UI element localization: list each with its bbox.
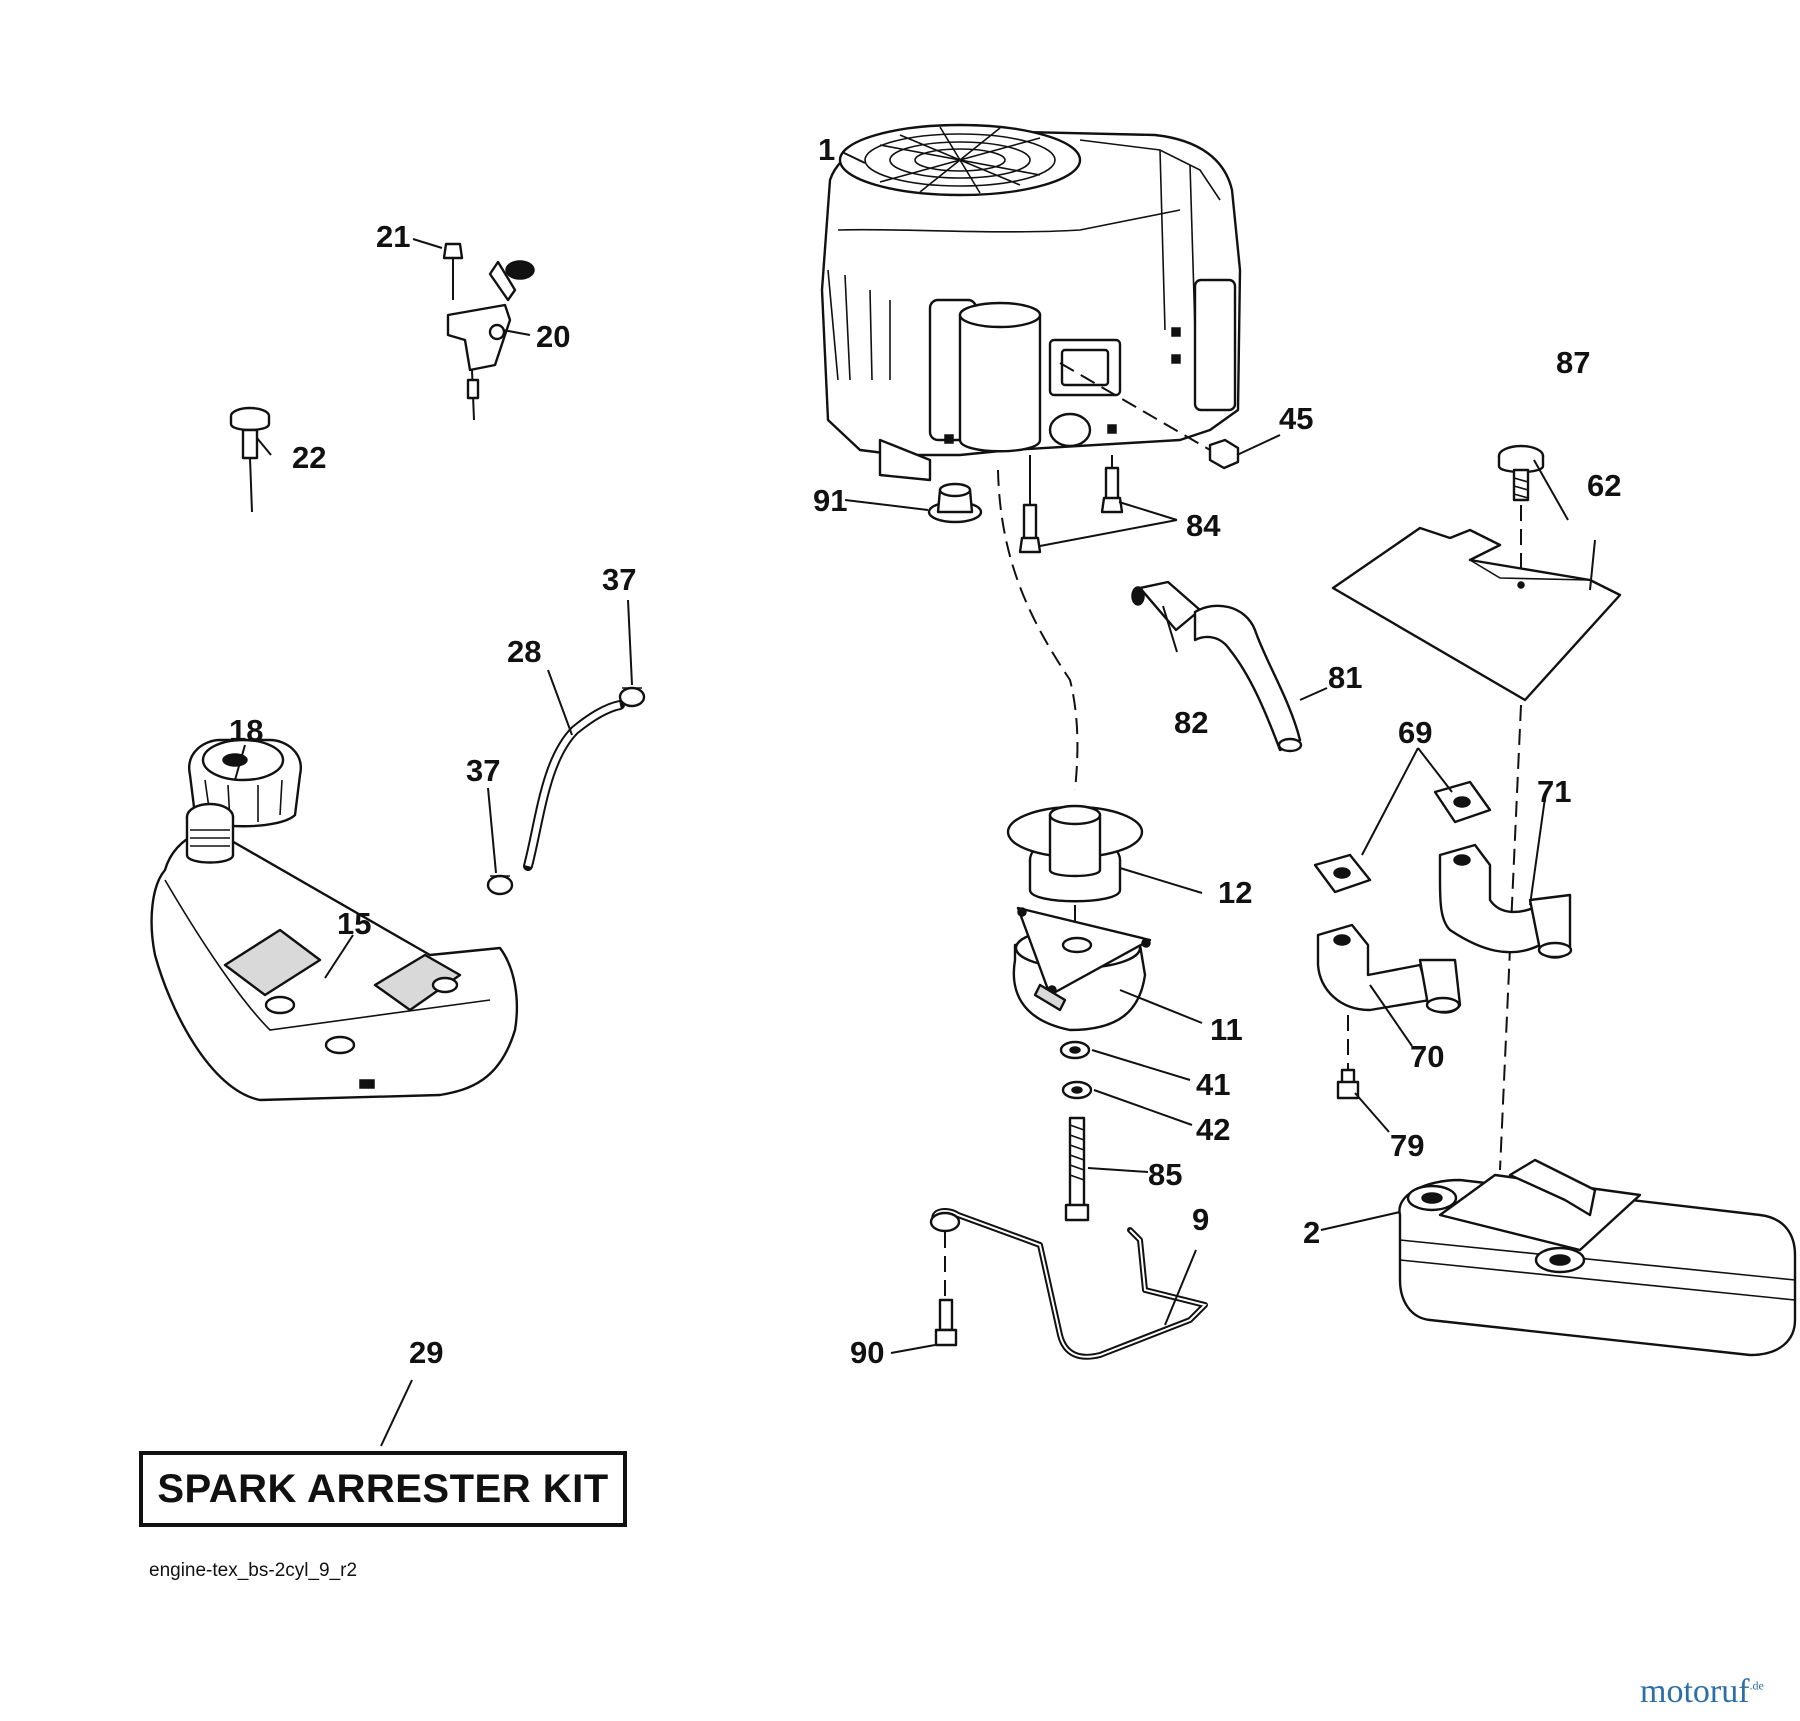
heat-shield-part <box>1331 526 1622 702</box>
callout-21: 21 <box>376 219 410 254</box>
exhaust-pipe-70 <box>1316 923 1462 1014</box>
callout-62: 62 <box>1587 468 1621 503</box>
spark-arrester-kit-label: SPARK ARRESTER KIT <box>139 1451 627 1527</box>
callout-85: 85 <box>1148 1157 1182 1192</box>
callout-20: 20 <box>536 319 570 354</box>
bolt-85 <box>1064 1116 1090 1222</box>
watermark-text: motoruf <box>1640 1673 1750 1710</box>
callout-71: 71 <box>1537 774 1571 809</box>
engine-part <box>820 123 1242 482</box>
callout-81: 81 <box>1328 660 1362 695</box>
callout-11: 11 <box>1210 1012 1243 1047</box>
callout-2: 2 <box>1303 1215 1320 1250</box>
clutch-part <box>1012 906 1152 1032</box>
callout-82: 82 <box>1174 705 1208 740</box>
watermark-suffix: .de <box>1749 1678 1764 1693</box>
callout-1: 1 <box>818 132 835 167</box>
callout-41: 41 <box>1196 1067 1230 1102</box>
clamp-37b <box>486 874 514 896</box>
bolt-79 <box>1336 1068 1360 1100</box>
callout-91: 91 <box>813 483 847 518</box>
gasket-69a <box>1433 780 1492 824</box>
diagram-reference: engine-tex_bs-2cyl_9_r2 <box>149 1560 358 1581</box>
callout-90: 90 <box>850 1335 884 1370</box>
muffler-part <box>1398 1158 1797 1357</box>
gasket-69b <box>1313 853 1372 894</box>
callout-84: 84 <box>1186 508 1221 543</box>
choke-knob-part <box>229 406 271 513</box>
callout-87: 87 <box>1556 345 1590 380</box>
bolt-90 <box>934 1298 958 1347</box>
bolt-84a <box>1018 455 1042 554</box>
callout-22: 22 <box>292 440 326 475</box>
callout-69: 69 <box>1398 715 1432 750</box>
callout-79: 79 <box>1390 1128 1424 1163</box>
screw-87 <box>1497 444 1545 502</box>
callout-37b: 37 <box>466 753 500 788</box>
exhaust-pipe-71 <box>1438 843 1573 959</box>
throttle-control-part <box>442 242 535 421</box>
callout-45: 45 <box>1279 401 1313 436</box>
fuel-tank-part <box>150 802 518 1102</box>
callout-12: 12 <box>1218 875 1252 910</box>
watermark-logo: motoruf.de <box>1640 1673 1764 1711</box>
callout-18: 18 <box>229 713 263 748</box>
bolt-84b <box>1100 455 1124 514</box>
callout-15: 15 <box>337 906 371 941</box>
callout-42: 42 <box>1196 1112 1230 1147</box>
pulley-part <box>1006 804 1144 903</box>
callout-70: 70 <box>1410 1039 1444 1074</box>
bracket-part <box>929 1207 1208 1360</box>
bushing-91 <box>927 482 983 524</box>
oil-drain-part <box>1131 580 1303 753</box>
clamp-37a <box>618 686 646 708</box>
callout-9: 9 <box>1192 1202 1209 1237</box>
callout-28: 28 <box>507 634 541 669</box>
callout-37a: 37 <box>602 562 636 597</box>
callout-29: 29 <box>409 1335 443 1370</box>
